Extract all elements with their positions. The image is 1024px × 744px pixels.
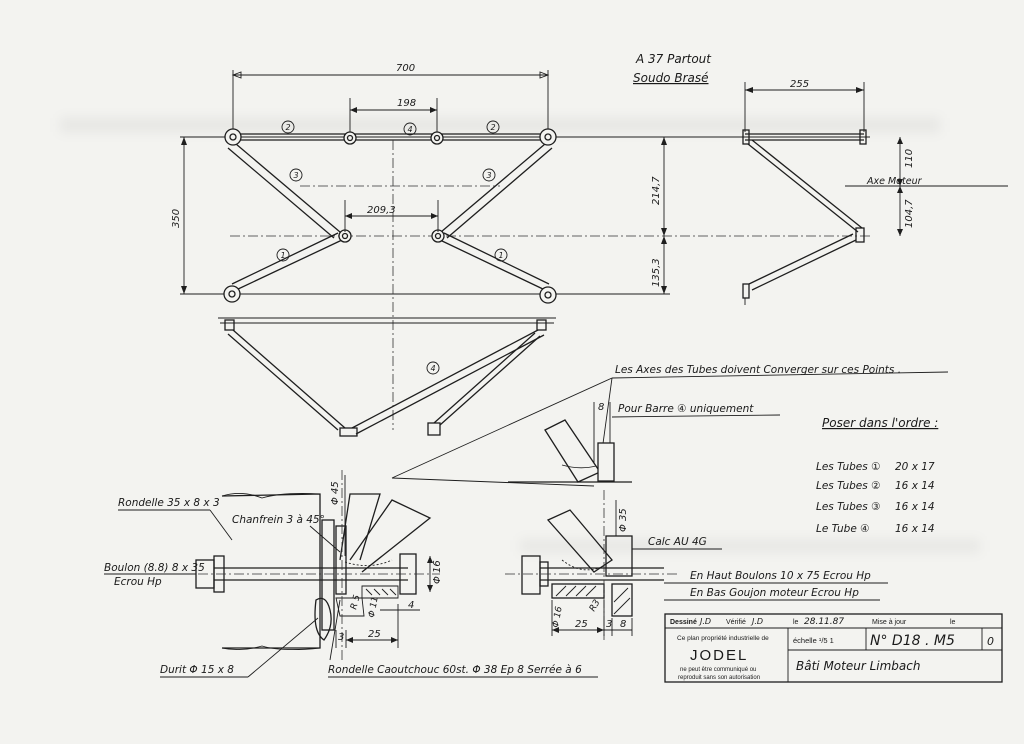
dim-8-top: 8: [598, 402, 604, 413]
tb-disclaimer-2: reproduit sans son autorisation: [678, 675, 760, 681]
dim-left-diam45: Φ 45: [330, 481, 341, 505]
tube-label: 4: [430, 364, 435, 373]
tb-revision: 0: [987, 635, 994, 648]
detail-left: 25 3 4 Φ 16 R 5 Φ 11 Φ 45 Rondelle 35 x …: [104, 470, 598, 678]
order-item-size: 16 x 14: [895, 523, 935, 535]
order-item-label: Les Tubes ③: [816, 501, 880, 513]
tb-dessine-value: J.D: [698, 617, 711, 626]
company-logo-text: JODEL: [690, 647, 748, 664]
tb-disclaimer-1: ne peut être communiqué ou: [680, 667, 756, 673]
tb-date-label: le: [793, 619, 799, 626]
material-line-2: Soudo Brasé: [633, 71, 709, 85]
label-cale: Calc AU 4G: [648, 536, 707, 548]
tube-label: 1: [280, 251, 285, 260]
tube-label: 3: [486, 171, 491, 180]
dim-front-top-inner: 198: [397, 98, 416, 109]
dim-side-upper: 110: [904, 149, 915, 168]
dim-side-lower: 104,7: [904, 199, 915, 228]
tb-le2: le: [950, 619, 956, 626]
label-goujon-bas: En Bas Goujon moteur Ecrou Hp: [690, 587, 859, 599]
note-converge: Les Axes des Tubes doivent Converger sur…: [615, 364, 901, 376]
label-boulons-haut: En Haut Boulons 10 x 75 Ecrou Hp: [690, 570, 871, 582]
tube-label: 2: [490, 123, 495, 132]
tb-drawing-number: N° D18 . M5: [870, 633, 955, 649]
tb-verifie-label: Vérifié: [726, 619, 746, 626]
label-rondelle-caoutchouc: Rondelle Caoutchouc 60st. Φ 38 Ep 8 Serr…: [328, 664, 582, 676]
bottom-view: 4: [218, 317, 556, 437]
tube-label: 1: [498, 251, 503, 260]
tube-label: 2: [285, 123, 290, 132]
order-item-size: 16 x 14: [895, 480, 935, 492]
dim-front-upper: 214,7: [651, 176, 662, 205]
label-rondelle: Rondelle 35 x 8 x 3: [118, 497, 220, 509]
order-item-label: Les Tubes ①: [816, 461, 880, 473]
tb-dessine-label: Dessiné: [670, 619, 697, 626]
top-detail: [508, 419, 632, 483]
note-barre4: Pour Barre ④ uniquement: [618, 403, 754, 415]
dim-front-mid-inner: 209,3: [367, 205, 396, 216]
engine-axis-label: Axe Moteur: [866, 176, 923, 187]
dim-front-width: 700: [396, 63, 415, 74]
order-item-label: Le Tube ④: [816, 523, 870, 535]
tb-date-value: 28.11.87: [804, 617, 844, 627]
title-block: Dessiné J.D Vérifié J.D le 28.11.87 Mise…: [664, 613, 1003, 683]
label-durit: Durit Φ 15 x 8: [160, 664, 234, 676]
dim-right-8: 8: [620, 619, 626, 630]
front-view: 700 198: [171, 63, 870, 430]
dim-front-lower: 135,3: [651, 258, 662, 287]
order-title: Poser dans l'ordre :: [822, 416, 938, 430]
assembly-order-list: Poser dans l'ordre : Les Tubes ① 20 x 17…: [816, 416, 938, 535]
side-view: 255 110 104,7 Axe Moteur: [742, 79, 1008, 305]
detail-right: 25 3 8 Φ 16 R3 Φ 35 Calc AU 4G En Haut B…: [505, 490, 888, 640]
dim-left-25: 25: [368, 629, 381, 640]
tube-label: 3: [293, 171, 298, 180]
tb-scale: échelle ¹/5 1: [793, 636, 834, 645]
dim-right-r3: R3: [588, 598, 603, 614]
dim-right-diam35: Φ 35: [618, 508, 629, 532]
order-item-label: Les Tubes ②: [816, 480, 880, 492]
tube-label: 4: [407, 125, 412, 134]
tb-mise-a-jour: Mise à jour: [872, 619, 907, 626]
dim-left-3: 3: [338, 632, 344, 643]
label-chanfrein: Chanfrein 3 à 45°: [232, 514, 325, 526]
dim-front-height: 350: [171, 209, 182, 228]
dim-right-25: 25: [575, 619, 588, 630]
dim-left-r5: R 5: [349, 594, 363, 611]
order-item-size: 20 x 17: [895, 461, 935, 473]
tb-title: Bâti Moteur Limbach: [796, 659, 920, 673]
dim-right-diam16: Φ 16: [551, 605, 565, 628]
dim-side-width: 255: [790, 79, 809, 90]
label-boulon: Boulon (8.8) 8 x 35: [104, 562, 205, 574]
dim-left-diam11: Φ 11: [367, 596, 381, 619]
tb-propriete: Ce plan propriété industrielle de: [677, 635, 769, 642]
order-item-size: 16 x 14: [895, 501, 935, 513]
dim-right-3: 3: [606, 619, 612, 630]
scan-smudge: [60, 118, 940, 132]
tb-verifie-value: J.D: [750, 617, 763, 626]
label-ecrou: Ecrou Hp: [114, 576, 162, 588]
material-line-1: A 37 Partout: [635, 52, 712, 66]
dim-left-diam16: Φ 16: [432, 560, 443, 584]
dim-left-4: 4: [408, 600, 414, 611]
